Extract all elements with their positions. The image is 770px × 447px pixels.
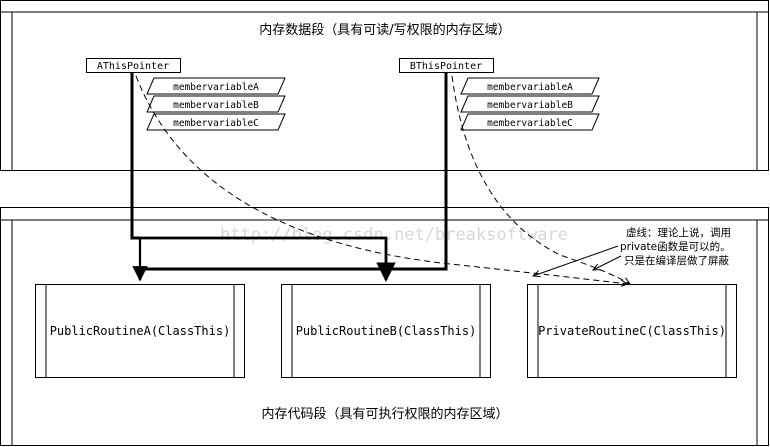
data-segment-title: 内存数据段（具有可读/写权限的内存区域） (259, 22, 510, 38)
watermark: http://blog.csdn.net/breaksoftware (220, 225, 568, 245)
pointer-b-label: BThisPointer (410, 61, 482, 72)
pointer-b-member-b: membervariableB (487, 100, 573, 111)
routine-a: PublicRoutineA(ClassThis) (35, 284, 245, 378)
pointer-a: AThisPointer membervariableA membervaria… (86, 58, 286, 131)
pointer-a-member-a: membervariableA (173, 82, 259, 93)
routine-a-label: PublicRoutineA(ClassThis) (50, 324, 231, 338)
pointer-a-member-c: membervariableC (173, 118, 259, 129)
pointer-a-label: AThisPointer (97, 61, 169, 72)
data-segment: 内存数据段（具有可读/写权限的内存区域） (0, 0, 769, 171)
annotation-line-1: 虚线：理论上说，调用 (626, 226, 731, 239)
pointer-b: BThisPointer membervariableA membervaria… (399, 58, 600, 131)
annotation: 虚线：理论上说，调用 private函数是可以的。 只是在编译层做了屏蔽 (533, 226, 731, 276)
pointer-a-member-b: membervariableB (173, 100, 259, 111)
routine-c-label: PrivateRoutineC(ClassThis) (538, 324, 726, 338)
routine-c: PrivateRoutineC(ClassThis) (527, 284, 737, 378)
pointer-b-member-a: membervariableA (487, 82, 573, 93)
dashed-private-paths (135, 75, 630, 284)
code-segment-title: 内存代码段（具有可执行权限的内存区域） (261, 406, 508, 422)
routine-b: PublicRoutineB(ClassThis) (281, 284, 491, 378)
routine-b-label: PublicRoutineB(ClassThis) (296, 324, 477, 338)
annotation-line-3: 只是在编译层做了屏蔽 (624, 254, 729, 267)
pointer-b-member-c: membervariableC (487, 118, 573, 129)
annotation-line-2: private函数是可以的。 (620, 240, 731, 253)
call-paths (130, 73, 448, 282)
